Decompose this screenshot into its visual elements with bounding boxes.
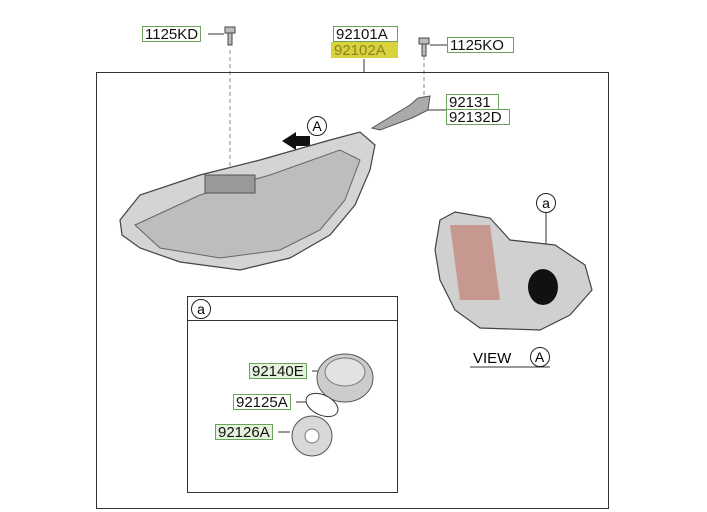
detail-inset [187, 296, 398, 493]
view-a-caption: VIEW A [473, 347, 550, 368]
part-label-1125kd[interactable]: 1125KD [142, 26, 202, 43]
bolt-right-icon [418, 37, 430, 57]
part-label-1125ko[interactable]: 1125KO [447, 37, 514, 54]
part-label-92131[interactable]: 92131 [446, 94, 499, 111]
retainer-shape [291, 415, 333, 457]
part-label-92132d[interactable]: 92132D [446, 109, 510, 126]
part-label-92101a[interactable]: 92101A [333, 26, 398, 43]
part-label-92102a[interactable]: 92102A [331, 42, 398, 59]
inset-marker-a: a [191, 299, 211, 319]
view-marker-a: A [307, 116, 327, 136]
assembly-frame [96, 72, 609, 509]
detail-marker-a: a [536, 193, 556, 213]
part-label-92140e[interactable]: 92140E [249, 363, 307, 380]
inset-header-divider [187, 320, 398, 321]
view-arrow [282, 132, 310, 150]
part-label-92125a[interactable]: 92125A [233, 394, 291, 411]
view-letter-circle: A [529, 347, 550, 367]
gasket-shape [305, 392, 339, 418]
view-label: VIEW [473, 350, 512, 367]
part-label-92126a[interactable]: 92126A [215, 424, 273, 441]
bolt-left-icon [224, 26, 236, 46]
bracket-shape [370, 95, 431, 131]
cap-shape [316, 353, 374, 403]
